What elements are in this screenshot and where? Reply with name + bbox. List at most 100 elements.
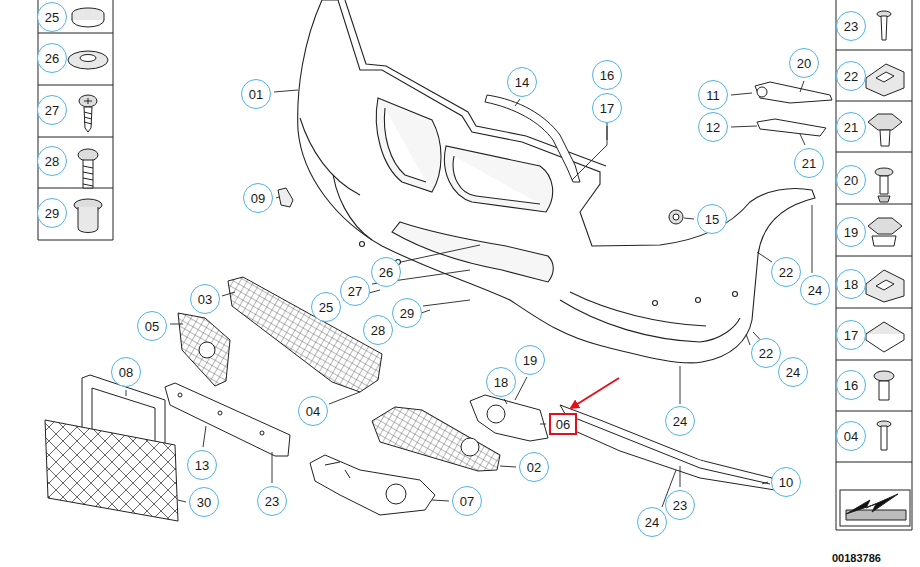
bumper-parts-shape bbox=[461, 438, 479, 456]
callout-number: 23 bbox=[836, 11, 866, 41]
callout-text: 14 bbox=[515, 75, 529, 90]
callout-text: 16 bbox=[844, 378, 858, 393]
bumper-cover bbox=[298, 0, 815, 363]
callout-text: 07 bbox=[460, 494, 474, 509]
leader-lines-shape bbox=[757, 252, 772, 262]
callout-number: 29 bbox=[37, 198, 67, 228]
callout-number: 26 bbox=[37, 43, 67, 73]
bumper-cover-shape bbox=[733, 292, 738, 297]
bumper-parts-shape bbox=[757, 87, 767, 97]
fastener-icons-left-shape bbox=[79, 95, 97, 107]
fastener-icons-left-shape bbox=[84, 98, 92, 104]
callout-text: 11 bbox=[706, 88, 720, 103]
bumper-parts-shape bbox=[260, 431, 264, 435]
callout-text: 23 bbox=[265, 494, 279, 509]
callout-text: 02 bbox=[527, 460, 541, 475]
leader-lines-shape bbox=[170, 324, 183, 325]
callout-text: 20 bbox=[797, 56, 811, 71]
bumper-parts-shape bbox=[673, 214, 679, 220]
callout-text: 22 bbox=[844, 69, 858, 84]
callout-number: 16 bbox=[592, 60, 622, 90]
leader-lines-shape bbox=[274, 90, 298, 92]
callout-text: 24 bbox=[786, 365, 800, 380]
callout-number: 24 bbox=[665, 406, 695, 436]
fastener-icons-right-shape bbox=[876, 72, 894, 82]
callout-text: 27 bbox=[348, 284, 362, 299]
bumper-parts-shape bbox=[45, 420, 178, 521]
bumper-parts-shape bbox=[178, 313, 230, 386]
fastener-icons-right-shape bbox=[880, 176, 888, 194]
highlighted-callout: 06 bbox=[549, 413, 577, 435]
callout-text: 22 bbox=[759, 346, 773, 361]
fastener-column-right-shape bbox=[836, 50, 912, 462]
bumper-parts-shape bbox=[325, 462, 350, 478]
callout-text: 04 bbox=[306, 404, 320, 419]
callout-text: 18 bbox=[494, 375, 508, 390]
callout-number: 04 bbox=[298, 396, 328, 426]
callout-number: 22 bbox=[771, 257, 801, 287]
callout-number: 27 bbox=[340, 276, 370, 306]
callout-text: 28 bbox=[45, 154, 59, 169]
leader-lines-shape bbox=[329, 392, 360, 404]
callout-number: 04 bbox=[836, 421, 866, 451]
highlight-arrow bbox=[571, 378, 619, 408]
fastener-column-left bbox=[38, 0, 113, 240]
callout-text: 18 bbox=[844, 277, 858, 292]
fastener-icons-right-shape bbox=[876, 280, 894, 290]
callout-number: 22 bbox=[836, 61, 866, 91]
fastener-icons-left-shape bbox=[84, 107, 92, 132]
fastener-icons-right-shape bbox=[868, 218, 902, 234]
fastener-icons-left-shape bbox=[72, 8, 104, 20]
fastener-icons-right-shape bbox=[874, 371, 894, 381]
callout-number: 11 bbox=[698, 80, 728, 110]
bumper-cover-shape bbox=[300, 118, 360, 195]
bumper-cover-shape bbox=[376, 98, 441, 192]
fastener-icons-right-shape bbox=[866, 270, 904, 302]
leader-lines-shape bbox=[762, 482, 768, 484]
leader-lines-shape bbox=[504, 399, 507, 404]
leader-lines-shape bbox=[432, 500, 449, 501]
callout-number: 19 bbox=[515, 345, 545, 375]
callout-number: 21 bbox=[836, 112, 866, 142]
callout-text: 24 bbox=[645, 515, 659, 530]
callout-text: 06 bbox=[556, 417, 570, 432]
bumper-cover-shape bbox=[570, 292, 706, 326]
orientation-icon-shape bbox=[840, 490, 910, 526]
callout-text: 28 bbox=[371, 323, 385, 338]
callout-text: 10 bbox=[779, 475, 793, 490]
bumper-parts-shape bbox=[757, 119, 826, 136]
fastener-icons-right bbox=[866, 11, 904, 450]
fastener-icons-left bbox=[68, 8, 108, 233]
fastener-icons-left-shape bbox=[78, 149, 98, 161]
callout-text: 19 bbox=[523, 353, 537, 368]
leader-lines-shape bbox=[401, 245, 480, 262]
leader-lines-shape bbox=[680, 366, 681, 404]
bumper-parts-shape bbox=[485, 95, 580, 182]
callout-text: 25 bbox=[45, 10, 59, 25]
fastener-icons-left-shape bbox=[83, 166, 93, 186]
leader-lines-shape bbox=[126, 390, 127, 396]
callout-number: 25 bbox=[311, 292, 341, 322]
bumper-parts-shape bbox=[755, 82, 832, 103]
orientation-icon bbox=[840, 490, 910, 526]
fastener-icons-right-shape bbox=[875, 168, 893, 176]
callout-number: 20 bbox=[789, 48, 819, 78]
callout-text: 29 bbox=[400, 306, 414, 321]
callout-number: 13 bbox=[187, 450, 217, 480]
fastener-icons-right-shape bbox=[866, 64, 904, 96]
drawing-number: 00183786 bbox=[832, 552, 881, 565]
bumper-cover-shape bbox=[560, 300, 740, 342]
fastener-icons-right-shape bbox=[878, 196, 890, 202]
bumper-cover-shape bbox=[384, 108, 426, 182]
fastener-column-left-shape bbox=[38, 0, 113, 240]
callout-text: 04 bbox=[844, 429, 858, 444]
leader-lines-shape bbox=[684, 218, 694, 219]
callout-text: 08 bbox=[119, 365, 133, 380]
bumper-parts-shape bbox=[278, 188, 293, 207]
bumper-parts-shape bbox=[199, 342, 215, 358]
callout-text: 01 bbox=[249, 87, 263, 102]
bumper-cover-shape bbox=[696, 298, 701, 303]
callout-text: 20 bbox=[844, 173, 858, 188]
callout-text: 29 bbox=[45, 206, 59, 221]
fastener-icons-right-shape bbox=[881, 426, 887, 450]
